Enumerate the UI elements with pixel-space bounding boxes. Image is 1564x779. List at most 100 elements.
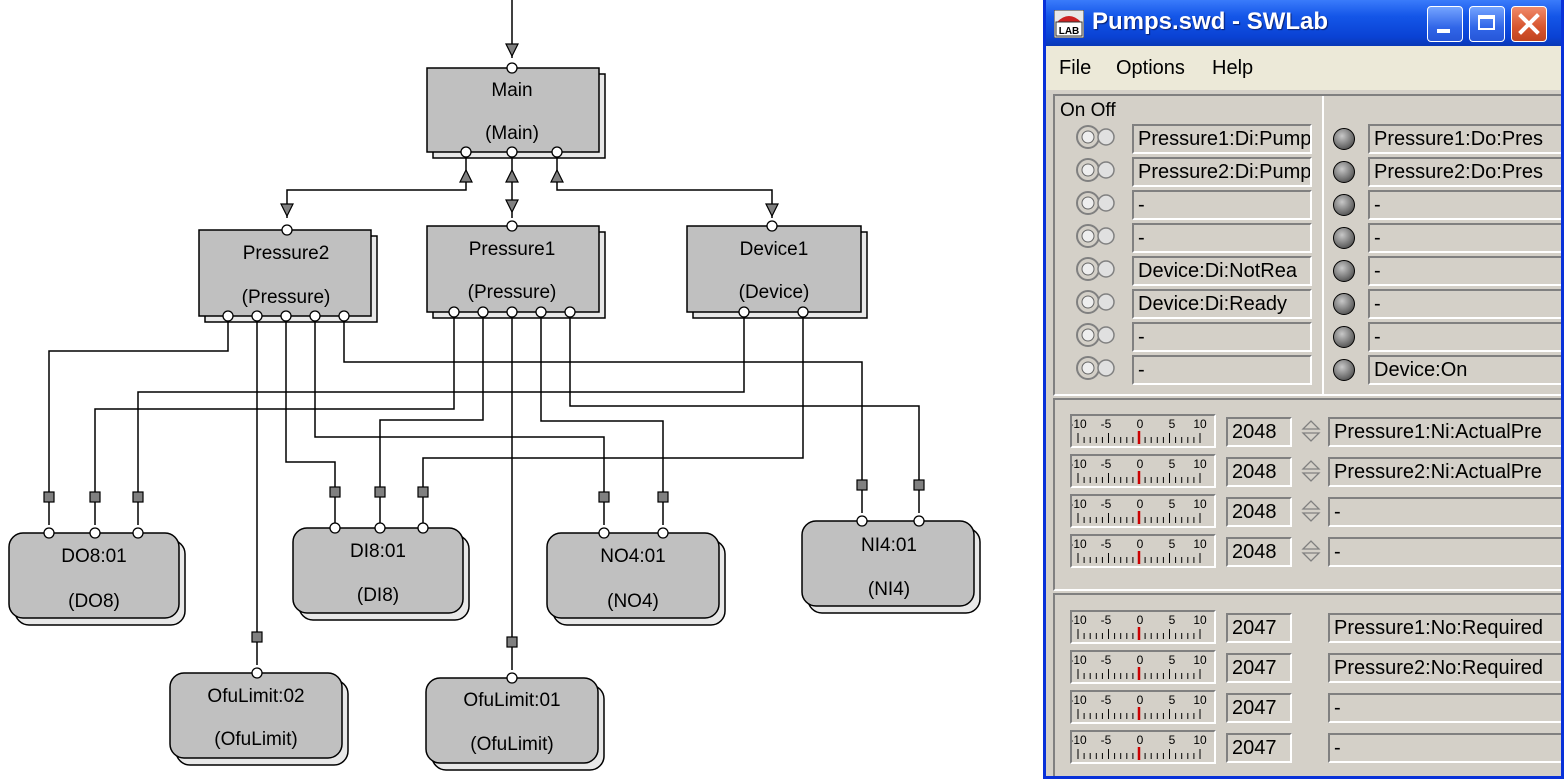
block-main[interactable]: Main (Main) — [426, 67, 606, 159]
on-off-toggle[interactable] — [1074, 355, 1122, 381]
on-off-label: On Off — [1060, 100, 1116, 121]
close-button[interactable] — [1511, 6, 1547, 42]
on-off-toggle[interactable] — [1074, 289, 1122, 315]
digital-input-field: - — [1132, 190, 1312, 220]
analog-input-value[interactable]: 2048 — [1226, 417, 1292, 447]
block-type: (Pressure) — [242, 287, 331, 308]
scale-tick-label: -10 — [1072, 733, 1087, 747]
close-icon — [1518, 13, 1540, 35]
junction-markers — [43, 479, 925, 648]
digital-input-field: - — [1132, 322, 1312, 352]
block-name: NO4:01 — [600, 546, 665, 567]
block-ofulimit-01[interactable]: OfuLimit:01 (OfuLimit) — [425, 677, 605, 771]
digital-output-field: - — [1368, 322, 1561, 352]
on-off-toggle[interactable] — [1074, 223, 1122, 249]
on-off-toggle[interactable] — [1074, 124, 1122, 150]
scale-tick-label: 10 — [1193, 417, 1207, 431]
scale-tick-label: 0 — [1137, 733, 1144, 747]
block-device1[interactable]: Device1 (Device) — [686, 225, 868, 319]
digital-io-panel — [1053, 94, 1561, 396]
block-ni4[interactable]: NI4:01 (NI4) — [801, 520, 981, 614]
scale-tick-label: -10 — [1072, 693, 1087, 707]
digital-output-field: - — [1368, 190, 1561, 220]
spin-arrows-icon[interactable] — [1300, 458, 1322, 484]
analog-input-value[interactable]: 2048 — [1226, 457, 1292, 487]
scale-tick-label: -5 — [1101, 733, 1112, 747]
scale-tick-label: 0 — [1137, 613, 1144, 627]
block-ofulimit-02[interactable]: OfuLimit:02 (OfuLimit) — [169, 672, 349, 766]
scale-tick-label: -5 — [1101, 653, 1112, 667]
block-no4[interactable]: NO4:01 (NO4) — [546, 532, 726, 626]
analog-input-value[interactable]: 2048 — [1226, 537, 1292, 567]
block-type: (Main) — [485, 123, 539, 144]
analog-output-value: 2047 — [1226, 733, 1292, 763]
spin-arrows-icon[interactable] — [1300, 498, 1322, 524]
output-led-indicator — [1333, 359, 1355, 381]
block-name: NI4:01 — [861, 535, 917, 556]
scale-tick-label: -5 — [1101, 417, 1112, 431]
digital-input-field: - — [1132, 223, 1312, 253]
block-name: OfuLimit:02 — [207, 686, 304, 707]
digital-output-field: Pressure2:Do:Pres — [1368, 157, 1561, 187]
block-diagram: Main (Main) Pressure2 (Pressure) Pressur… — [8, 0, 981, 771]
scale-tick-label: 10 — [1193, 693, 1207, 707]
spin-arrows-icon[interactable] — [1300, 418, 1322, 444]
scale-tick-label: 10 — [1193, 497, 1207, 511]
scale-tick-label: 0 — [1137, 497, 1144, 511]
window-title: Pumps.swd - SWLab — [1092, 8, 1329, 35]
block-pressure1[interactable]: Pressure1 (Pressure) — [426, 225, 606, 319]
block-type: (NO4) — [607, 591, 659, 612]
analog-output-label: Pressure1:No:Required — [1328, 613, 1561, 643]
analog-input-value[interactable]: 2048 — [1226, 497, 1292, 527]
on-off-toggle[interactable] — [1074, 190, 1122, 216]
scale-tick-label: -10 — [1072, 653, 1087, 667]
menu-help[interactable]: Help — [1212, 57, 1254, 79]
scale-tick-label: 10 — [1193, 733, 1207, 747]
digital-output-field: - — [1368, 223, 1561, 253]
digital-input-field: Device:Di:NotRea — [1132, 256, 1312, 286]
analog-input-label: - — [1328, 497, 1561, 527]
on-off-toggle[interactable] — [1074, 256, 1122, 282]
digital-output-field: Pressure1:Do:Pres — [1368, 124, 1561, 154]
scale-tick-label: 0 — [1137, 653, 1144, 667]
block-type: (OfuLimit) — [470, 734, 553, 755]
block-di8[interactable]: DI8:01 (DI8) — [292, 527, 470, 621]
analog-input-label: Pressure2:Ni:ActualPre — [1328, 457, 1561, 487]
block-type: (NI4) — [868, 579, 910, 600]
output-led-indicator — [1333, 128, 1355, 150]
block-pressure2[interactable]: Pressure2 (Pressure) — [198, 229, 378, 323]
on-off-toggle[interactable] — [1074, 157, 1122, 183]
scale-tick-label: 10 — [1193, 457, 1207, 471]
maximize-button[interactable] — [1469, 6, 1505, 42]
scale-tick-label: 10 — [1193, 613, 1207, 627]
analog-output-label: - — [1328, 693, 1561, 723]
block-name: Pressure2 — [243, 243, 330, 264]
spin-arrows-icon[interactable] — [1300, 538, 1322, 564]
connection-wires — [48, 0, 920, 670]
menu-options[interactable]: Options — [1116, 57, 1185, 79]
block-do8[interactable]: DO8:01 (DO8) — [8, 532, 186, 626]
scale-tick-label: -10 — [1072, 613, 1087, 627]
scale-tick-label: -5 — [1101, 613, 1112, 627]
digital-input-field: - — [1132, 355, 1312, 385]
on-off-toggle[interactable] — [1074, 322, 1122, 348]
output-led-indicator — [1333, 161, 1355, 183]
analog-output-value: 2047 — [1226, 693, 1292, 723]
scale-tick-label: -10 — [1072, 537, 1087, 551]
block-type: (Pressure) — [468, 282, 557, 303]
scale-tick-label: 0 — [1137, 417, 1144, 431]
title-bar[interactable]: LAB Pumps.swd - SWLab — [1046, 0, 1561, 46]
scale-tick-label: 5 — [1169, 733, 1176, 747]
menu-file[interactable]: File — [1059, 57, 1092, 79]
analog-output-value: 2047 — [1226, 613, 1292, 643]
minimize-button[interactable] — [1427, 6, 1463, 42]
scale-tick-label: 10 — [1193, 537, 1207, 551]
